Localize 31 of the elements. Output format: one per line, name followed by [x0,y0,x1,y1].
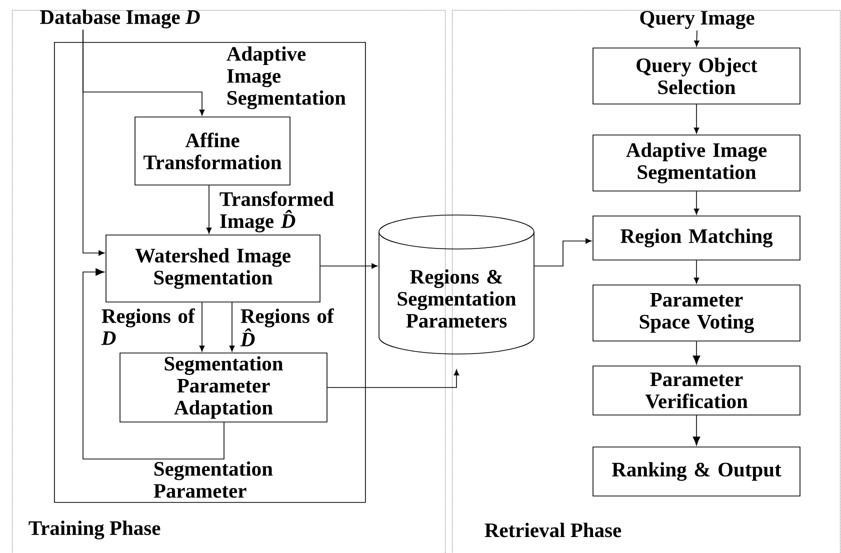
edge-label: Regions of D̂ [239,307,338,348]
edge-label: Regions of D [100,307,198,346]
process-box: Parameter Verification [592,366,800,416]
edge-label: Segmentation Parameter [152,460,280,499]
process-box: Adaptive Image Segmentation [592,134,800,192]
input-label: Query Image [640,10,754,30]
database-cylinder: Regions & Segmentation Parameters [378,214,534,354]
arrow [692,415,700,446]
arrow [82,29,105,256]
arrow [694,260,700,284]
process-box: Query Object Selection [592,48,800,104]
arrow [82,268,224,460]
arrow [694,191,700,215]
process-box: Affine Transformation [134,116,290,186]
process-box: Parameter Space Voting [592,284,800,342]
input-label: Database Image D [40,10,200,28]
arrow [199,302,205,352]
node-label: Regions & Segmentation Parameters [398,269,516,328]
process-box: Region Matching [592,216,800,260]
arrow [320,263,378,269]
arrow [692,341,700,364]
arrow [694,104,700,134]
process-box: Watershed Image Segmentation [106,234,320,302]
arrow [206,185,212,234]
process-box: Ranking & Output [592,446,800,496]
arrow [534,238,592,266]
edge-label: Transformed Image D̂ [218,190,340,234]
arrow [694,30,700,47]
process-box: Segmentation Parameter Adaptation [120,352,328,422]
arrow [229,302,235,352]
arrow [327,369,460,388]
